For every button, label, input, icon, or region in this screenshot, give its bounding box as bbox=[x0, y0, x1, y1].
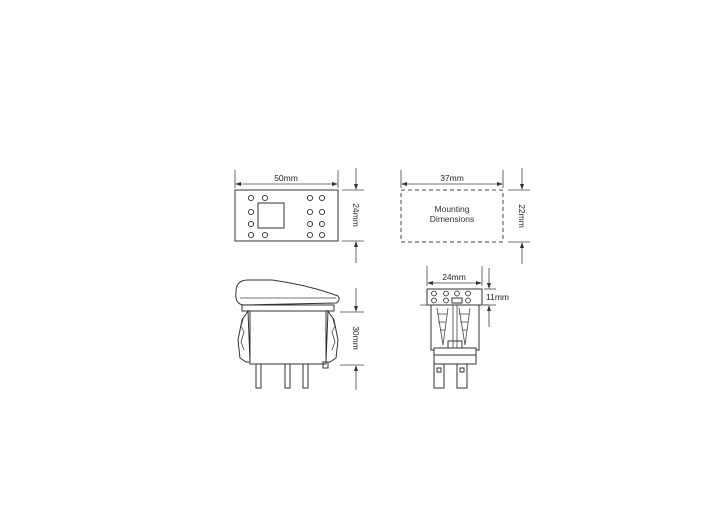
front-window bbox=[257, 202, 285, 229]
front-width-label: 50mm bbox=[274, 173, 298, 183]
right-clip bbox=[325, 309, 339, 363]
mount-caption-line1: Mounting bbox=[435, 204, 470, 214]
front-body bbox=[234, 189, 339, 242]
terminal bbox=[255, 363, 262, 389]
switch-body bbox=[249, 310, 327, 365]
end-terminal bbox=[456, 363, 468, 389]
terminal bbox=[284, 363, 291, 389]
mount-width-label: 37mm bbox=[440, 173, 464, 183]
end-view: 24mm 11mm bbox=[420, 266, 509, 389]
mount-caption-line2: Dimensions bbox=[430, 214, 474, 224]
end-terminal bbox=[433, 363, 445, 389]
bezel bbox=[241, 304, 335, 312]
side-view: 30mm bbox=[235, 279, 364, 390]
mounting-view: 37mm Mounting Dimensions 22mm bbox=[400, 168, 530, 264]
front-height-label: 24mm bbox=[351, 203, 361, 227]
terminal bbox=[302, 363, 309, 389]
end-width-label: 24mm bbox=[442, 272, 466, 282]
front-view: 50mm 24mm bbox=[234, 168, 364, 263]
mount-height-label: 22mm bbox=[517, 204, 527, 228]
end-body bbox=[430, 304, 480, 365]
side-height-label: 30mm bbox=[351, 326, 361, 350]
end-height-label: 11mm bbox=[486, 292, 509, 302]
mounting-cutout bbox=[400, 189, 504, 243]
rocker-actuator bbox=[235, 279, 340, 306]
left-clip bbox=[237, 309, 251, 363]
